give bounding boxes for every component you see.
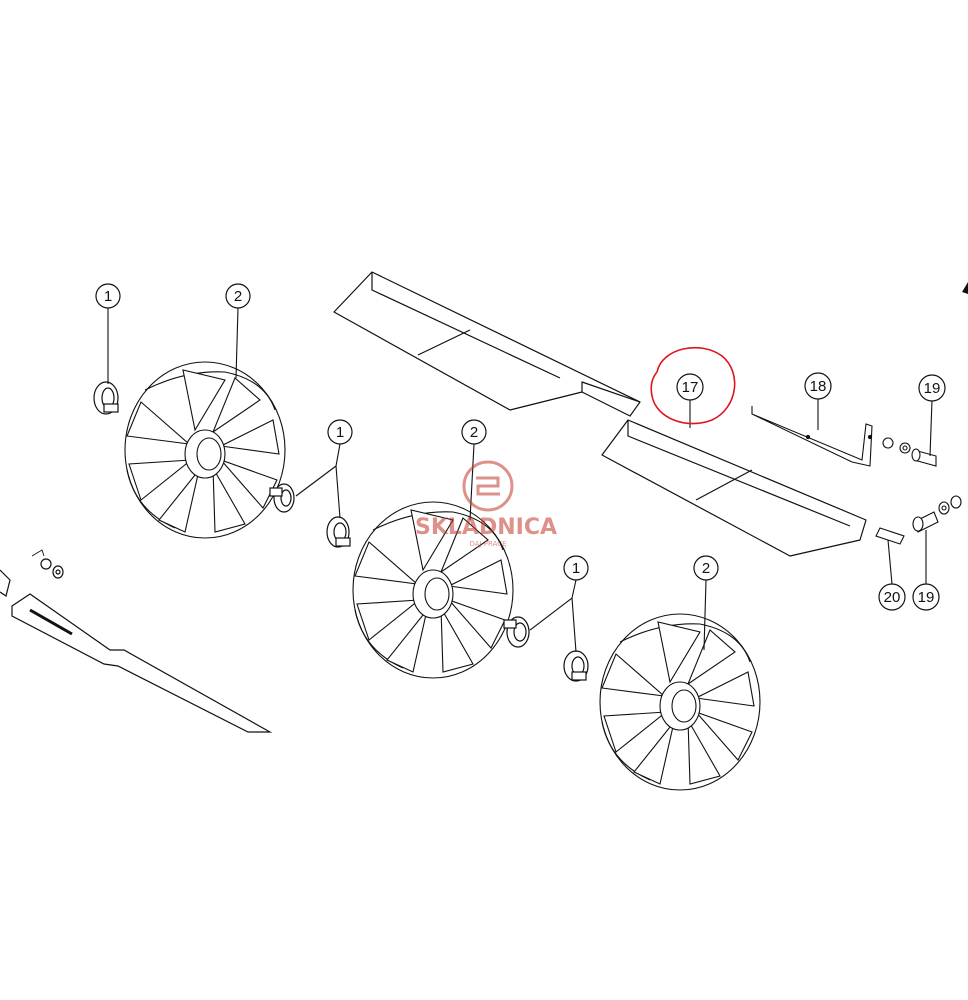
callout-1c: 1 — [563, 555, 589, 581]
callout-17: 17 — [676, 373, 704, 401]
watermark-subtext: DAJ PRACĘ — [469, 540, 506, 548]
callout-label: 20 — [884, 589, 901, 606]
callout-label: 2 — [702, 560, 710, 577]
clamp-1a — [93, 381, 119, 415]
callout-1a: 1 — [95, 283, 121, 309]
bolt-set-upper — [882, 437, 937, 467]
callout-label: 17 — [682, 379, 699, 396]
fan-rotor — [124, 361, 286, 539]
leader-lines — [107, 307, 933, 653]
highlight-circle — [650, 347, 736, 425]
callout-label: 19 — [918, 589, 935, 606]
callout-label: 19 — [924, 380, 941, 397]
callout-2b: 2 — [461, 419, 487, 445]
callout-2a: 2 — [225, 283, 251, 309]
edge-fragment — [962, 282, 968, 294]
callout-19-lower: 19 — [912, 583, 940, 611]
callout-label: 2 — [234, 288, 242, 305]
clamp-1b — [326, 516, 351, 548]
clamp-1c — [563, 650, 589, 682]
clamp-1a-right — [269, 483, 295, 513]
callout-19-upper: 19 — [918, 374, 946, 402]
watermark: SKLADNICA DAJ PRACĘ — [415, 460, 557, 548]
fan-rotor-3 — [599, 613, 761, 791]
drive-shaft — [0, 549, 273, 733]
clamp-1b-right — [503, 616, 530, 648]
callout-label: 1 — [572, 560, 580, 577]
callout-18: 18 — [804, 372, 832, 400]
callout-1b: 1 — [327, 419, 353, 445]
callout-label: 1 — [336, 424, 344, 441]
callout-2c: 2 — [693, 555, 719, 581]
callout-20: 20 — [878, 583, 906, 611]
guide-plate-assembly — [333, 271, 867, 557]
callout-label: 1 — [104, 288, 112, 305]
watermark-logo-icon — [462, 460, 514, 512]
bracket-18 — [751, 406, 873, 467]
callout-label: 2 — [470, 424, 478, 441]
bolt-set-lower — [875, 495, 962, 545]
watermark-text: SKLADNICA — [415, 515, 557, 540]
callout-label: 18 — [810, 378, 827, 395]
